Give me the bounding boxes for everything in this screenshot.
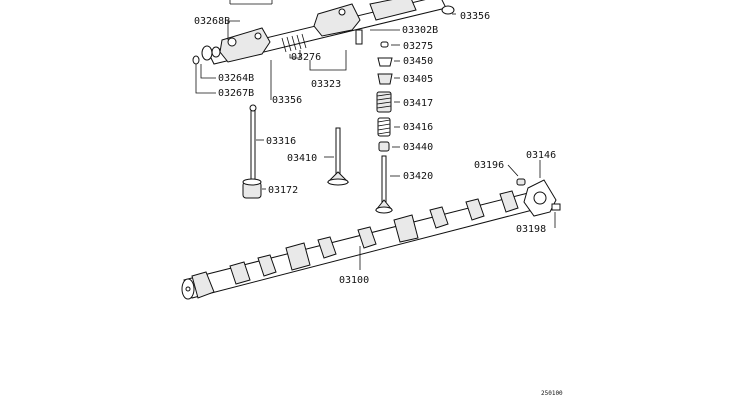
label-03417: 03417	[403, 98, 433, 109]
label-03264B: 03264B	[218, 73, 254, 84]
label-03356-top: 03356	[460, 11, 490, 22]
label-03196: 03196	[474, 160, 504, 171]
label-03405: 03405	[403, 74, 433, 85]
label-03146: 03146	[526, 150, 556, 161]
label-03100: 03100	[339, 275, 369, 286]
label-03323: 03323	[311, 79, 341, 90]
label-03275: 03275	[403, 41, 433, 52]
rocker-leaders	[195, 0, 456, 100]
label-03172: 03172	[268, 185, 298, 196]
label-03420: 03420	[403, 171, 433, 182]
label-03302B: 03302B	[402, 25, 438, 36]
label-03316: 03316	[266, 136, 296, 147]
label-03267B: 03267B	[218, 88, 254, 99]
camshaft	[181, 189, 550, 300]
label-03198: 03198	[516, 224, 546, 235]
diagram-code: 250100	[541, 390, 563, 397]
label-03440: 03440	[403, 142, 433, 153]
valve-03410	[324, 127, 350, 186]
label-03416: 03416	[403, 122, 433, 133]
thrust-plate-group	[507, 160, 561, 228]
label-03356-bottom: 03356	[272, 95, 302, 106]
pushrod-lifter	[242, 104, 266, 199]
valve-parts	[374, 41, 400, 214]
label-03276: 03276	[291, 52, 321, 63]
label-03450: 03450	[403, 56, 433, 67]
part-labels: 03268B 03264B 03267B 03356 03276 03323 0…	[194, 11, 556, 286]
label-03410: 03410	[287, 153, 317, 164]
rocker-shaft-assembly	[192, 0, 455, 65]
label-03268B: 03268B	[194, 16, 230, 27]
